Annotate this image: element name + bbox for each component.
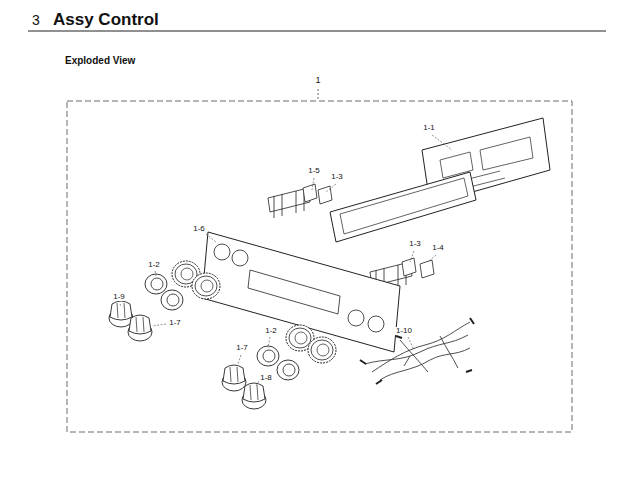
callout-number: 1-6 <box>192 225 206 234</box>
leader-line <box>120 304 121 306</box>
wire <box>380 348 470 380</box>
panel-hole <box>214 244 230 260</box>
callout-number: 1-10 <box>395 327 413 336</box>
leader-line <box>152 324 166 326</box>
panel-outline <box>202 232 400 352</box>
wire <box>365 335 468 364</box>
leader-line <box>238 355 241 364</box>
leader-line <box>318 89 319 101</box>
panel-hole <box>232 250 248 266</box>
knob <box>109 301 133 327</box>
wire-connector <box>360 318 474 384</box>
leader-line <box>428 255 436 262</box>
knob-ring <box>161 290 183 310</box>
heading-rule <box>28 30 606 31</box>
wire-harness <box>360 318 474 384</box>
callout-number: 1-2 <box>147 261 161 270</box>
leader-lines <box>120 135 452 386</box>
callout-number: 1-9 <box>112 293 126 302</box>
title: Assy Control <box>52 11 160 30</box>
leader-line <box>312 178 314 190</box>
callout-number: 1-4 <box>431 244 445 253</box>
callout-number: 1-1 <box>422 124 436 133</box>
leader-line <box>326 184 336 192</box>
frame-outline <box>330 172 476 242</box>
leader-line <box>432 135 452 150</box>
knob-bezel <box>192 273 220 299</box>
control-panel <box>202 232 400 352</box>
leader-line <box>155 271 156 276</box>
leader-line <box>206 234 216 242</box>
knob-ring <box>145 274 167 294</box>
callout-number: 1 <box>314 76 321 86</box>
callout-number: 1-3 <box>408 240 422 249</box>
switch-block <box>303 184 332 204</box>
switch-block <box>402 258 434 278</box>
section-number: 3 <box>31 13 41 28</box>
callout-number: 1-7 <box>168 319 182 328</box>
knob <box>222 365 246 391</box>
knob-bezel <box>308 337 336 363</box>
knob <box>242 383 266 409</box>
knob-ring <box>257 346 279 366</box>
leader-line <box>408 337 414 350</box>
assembly-boundary <box>67 101 572 432</box>
wire <box>400 336 458 372</box>
knob <box>128 315 152 341</box>
callout-number: 1-5 <box>307 167 321 176</box>
panel-hole <box>368 316 384 332</box>
leader-line <box>268 337 270 348</box>
knob-ring <box>277 360 299 380</box>
panel-hole <box>348 310 364 326</box>
callout-number: 1-2 <box>264 327 278 336</box>
callout-number: 1-7 <box>235 344 249 353</box>
frame-window <box>340 178 468 234</box>
subheading: Exploded View <box>64 55 136 66</box>
panel-window <box>248 270 340 314</box>
callout-number: 1-3 <box>330 173 344 182</box>
callout-number: 1-8 <box>259 374 273 383</box>
display-frame <box>330 172 476 242</box>
leader-line <box>410 251 414 262</box>
